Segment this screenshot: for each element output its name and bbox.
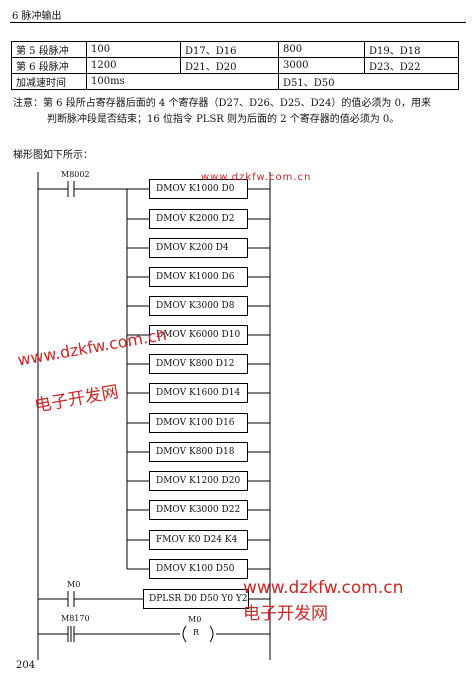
watermark-top: www.dzkfw.com.cn (201, 172, 312, 183)
dplsr-instruction-box: DPLSR D0 D50 Y0 Y2 (143, 589, 249, 609)
page-number: 204 (16, 660, 36, 671)
instruction-box: DMOV K1200 D20 (149, 471, 248, 491)
instruction-box: DMOV K3000 D22 (149, 500, 248, 520)
instruction-box: DMOV K200 D4 (149, 238, 248, 258)
table-row: 加减速时间 100ms D51、D50 (11, 73, 459, 90)
table-row: 第 5 段脉冲 100 D17、D16 800 D19、D18 (11, 41, 459, 58)
watermark-right-name: 电子开发网 (243, 604, 328, 624)
table-row: 第 6 段脉冲 1200 D21、D20 3000 D23、D22 (11, 57, 459, 74)
branch-wires (127, 218, 270, 570)
pulse-segment-table: 第 5 段脉冲 100 D17、D16 800 D19、D18 第 6 段脉冲 … (11, 41, 459, 90)
contact-m8170-label: M8170 (61, 614, 90, 623)
watermark-right-url: www.dzkfw.com.cn (243, 578, 404, 598)
ladder-intro: 梯形图如下所示： (13, 150, 93, 161)
contact-m0-label: M0 (67, 580, 81, 589)
note-line-2: 判断脉冲段是否结束；16 位指令 PLSR 则为后面的 2 个寄存器的值必须为 … (47, 114, 400, 125)
instruction-box: DMOV K100 D16 (149, 413, 248, 433)
coil-right-arc (209, 625, 214, 643)
instruction-box: DMOV K1000 D6 (149, 267, 248, 287)
header-rule (10, 22, 466, 23)
table-cell: D51、D50 (278, 73, 459, 90)
instruction-box: DMOV K6000 D10 (149, 325, 248, 345)
instruction-box: DMOV K2000 D2 (149, 209, 248, 229)
instruction-box: DMOV K3000 D8 (149, 296, 248, 316)
coil-reset-symbol: R (193, 628, 200, 637)
chapter-header: 6 脉冲输出 (12, 11, 62, 22)
contact-m8002-label: M8002 (61, 170, 90, 179)
instruction-box: DMOV K100 D50 (149, 559, 248, 579)
instruction-box: DMOV K800 D18 (149, 442, 248, 462)
instruction-box: FMOV K0 D24 K4 (149, 530, 248, 550)
coil-left-arc (182, 625, 187, 643)
instruction-box: DMOV K800 D12 (149, 354, 248, 374)
note-line-1: 注意：第 6 段所占寄存器后面的 4 个寄存器（D27、D26、D25、D24）… (13, 98, 431, 109)
coil-label: M0 (188, 615, 202, 624)
instruction-box: DMOV K1000 D0 (149, 179, 248, 199)
instruction-box: DMOV K1600 D14 (149, 383, 248, 403)
note-paragraph: 注意：第 6 段所占寄存器后面的 4 个寄存器（D27、D26、D25、D24）… (13, 96, 468, 128)
